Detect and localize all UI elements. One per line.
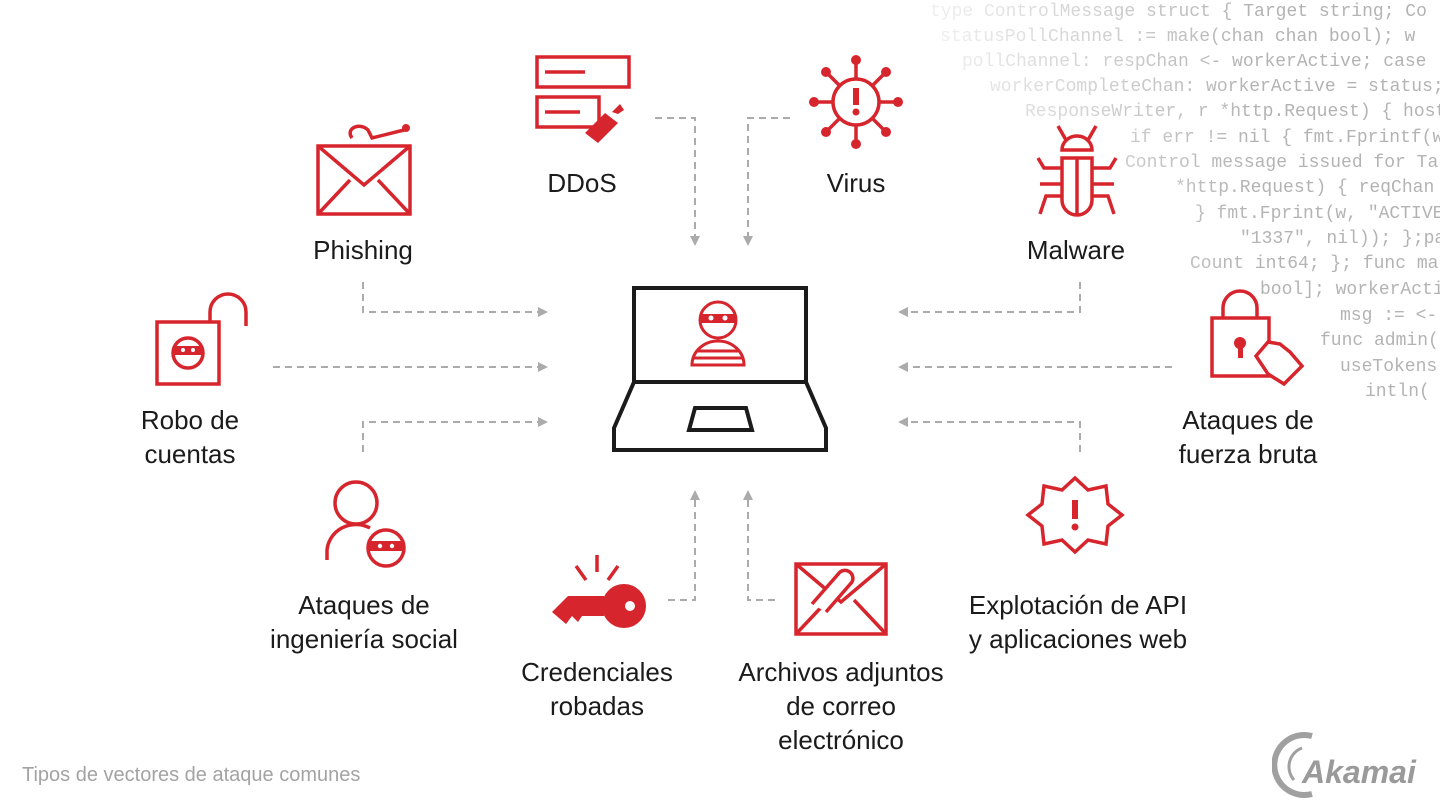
code-line: "1337", nil)); };pa — [1240, 229, 1440, 249]
api-exploit-gear-icon — [1025, 475, 1125, 555]
code-line: func admin( — [1320, 331, 1439, 351]
label-phishing: Phishing — [313, 235, 413, 265]
stolen-key-icon — [552, 555, 646, 628]
code-line: if err != nil { fmt.Fprintf(w, — [1130, 128, 1440, 148]
caption: Tipos de vectores de ataque comunes — [22, 764, 361, 786]
virus-icon — [809, 55, 903, 149]
laptop-icon — [612, 286, 828, 452]
background-code: type ControlMessage struct { Target stri… — [700, 0, 1440, 460]
ddos-icon — [535, 55, 631, 143]
code-line: Control message issued for Ta — [1125, 153, 1439, 173]
arrows — [273, 117, 1172, 601]
code-line: type ControlMessage struct { Target stri… — [930, 2, 1427, 22]
akamai-logo: Akamai — [1272, 732, 1422, 798]
code-line: bool]; workerActi — [1260, 280, 1440, 300]
arrow-email-attachments — [743, 490, 775, 601]
email-attachment-icon — [794, 562, 888, 636]
arrow-malware — [898, 282, 1081, 317]
code-line: pollChannel: respChan <- workerActive; c… — [962, 52, 1427, 72]
code-line: } fmt.Fprint(w, "ACTIVE" — [1195, 204, 1440, 224]
code-line: intln( — [1365, 382, 1430, 402]
code-line: useTokens — [1340, 357, 1438, 377]
arrow-virus — [743, 117, 790, 246]
akamai-wave-icon — [1272, 732, 1313, 798]
arrow-api-exploit — [898, 417, 1081, 452]
arrow-ddos — [655, 117, 700, 246]
label-malware: Malware — [1026, 235, 1126, 265]
label-virus: Virus — [826, 168, 886, 198]
code-line: msg := <- — [1340, 306, 1438, 326]
arrow-stolen-credentials — [668, 490, 700, 601]
account-theft-lock-icon — [155, 292, 248, 386]
malware-bug-icon — [1036, 125, 1118, 217]
code-line: statusPollChannel := make(chan chan bool… — [940, 27, 1416, 47]
arrow-phishing — [362, 282, 548, 317]
hacker-icon — [690, 300, 746, 367]
arrow-social-engineering — [362, 417, 548, 452]
code-line: Count int64; }; func ma — [1190, 254, 1439, 274]
code-line: workerCompleteChan: workerActive = statu… — [990, 77, 1440, 97]
code-line: *http.Request) { reqChan — [1175, 178, 1435, 198]
brute-force-lock-icon — [1210, 289, 1305, 387]
code-line: ResponseWriter, r *http.Request) { hostT… — [1025, 102, 1440, 122]
social-engineering-icon — [325, 480, 406, 568]
phishing-email-icon — [316, 124, 412, 216]
label-ddos: DDoS — [547, 168, 617, 198]
